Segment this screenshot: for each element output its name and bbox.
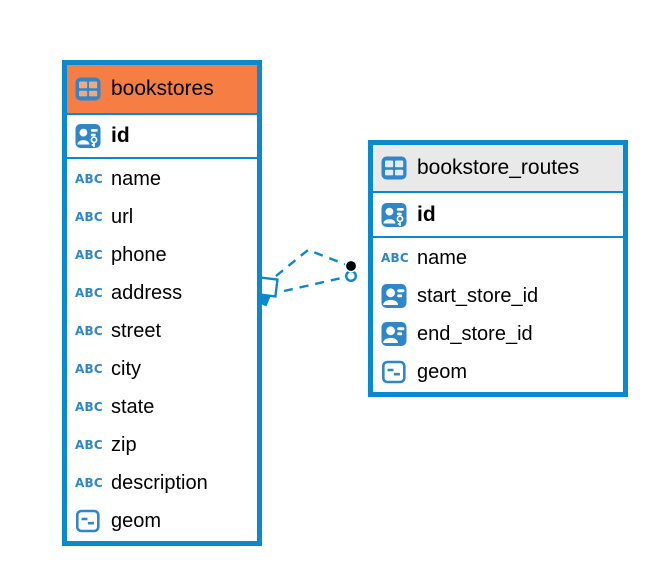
reference-icon	[381, 321, 409, 347]
table-name: bookstore_routes	[417, 156, 580, 179]
column-row[interactable]: ABC url	[67, 198, 257, 236]
column-row[interactable]: ABC description	[67, 464, 257, 502]
column-row[interactable]: ABC zip	[67, 426, 257, 464]
text-icon: ABC	[75, 476, 103, 490]
column-row[interactable]: ABC name	[67, 160, 257, 198]
relationship-line-upper	[275, 248, 348, 277]
column-name: id	[111, 124, 130, 147]
geometry-icon	[381, 359, 409, 385]
column-name: phone	[111, 243, 167, 266]
column-list: ABC name start_store_id end_store_id geom	[373, 238, 623, 391]
primary-key-row[interactable]: id	[373, 193, 623, 238]
text-icon: ABC	[75, 172, 103, 186]
column-name: name	[417, 246, 468, 269]
table-header[interactable]: bookstore_routes	[373, 145, 623, 193]
text-icon: ABC	[381, 251, 409, 265]
column-name: geom	[417, 360, 468, 383]
column-name: start_store_id	[417, 284, 539, 307]
column-name: geom	[111, 509, 162, 532]
table-icon	[75, 76, 103, 102]
column-row[interactable]: ABC state	[67, 388, 257, 426]
column-row[interactable]: ABC city	[67, 350, 257, 388]
column-row[interactable]: ABC address	[67, 274, 257, 312]
column-name: name	[111, 167, 162, 190]
table-name: bookstores	[111, 77, 214, 100]
column-name: url	[111, 205, 134, 228]
column-row[interactable]: ABC name	[373, 239, 623, 277]
text-icon: ABC	[75, 400, 103, 414]
column-row[interactable]: start_store_id	[373, 277, 623, 315]
column-row[interactable]: ABC phone	[67, 236, 257, 274]
column-name: description	[111, 471, 208, 494]
column-name: id	[417, 202, 436, 226]
relationship-connector[interactable]	[275, 248, 348, 293]
reference-icon	[381, 283, 409, 309]
column-row[interactable]: ABC street	[67, 312, 257, 350]
column-row[interactable]: geom	[373, 353, 623, 391]
primary-key-row[interactable]: id	[67, 115, 257, 159]
table-node-bookstore-routes[interactable]: bookstore_routes id ABC name start_store_…	[368, 140, 628, 397]
column-name: street	[111, 319, 162, 342]
text-icon: ABC	[75, 438, 103, 452]
column-name: city	[111, 357, 141, 380]
dot-and-ring-marker[interactable]	[344, 259, 358, 283]
column-row[interactable]: geom	[67, 502, 257, 540]
column-row[interactable]: end_store_id	[373, 315, 623, 353]
text-icon: ABC	[75, 248, 103, 262]
geometry-icon	[75, 508, 103, 534]
text-icon: ABC	[75, 362, 103, 376]
text-icon: ABC	[75, 286, 103, 300]
primary-key-icon	[75, 123, 103, 149]
column-name: state	[111, 395, 155, 418]
column-name: zip	[111, 433, 137, 456]
column-name: address	[111, 281, 183, 304]
column-name: end_store_id	[417, 322, 533, 345]
primary-key-icon	[381, 202, 409, 228]
text-icon: ABC	[75, 324, 103, 338]
table-header[interactable]: bookstores	[67, 65, 257, 115]
table-icon	[381, 155, 409, 181]
relationship-line-lower	[283, 275, 347, 293]
text-icon: ABC	[75, 210, 103, 224]
